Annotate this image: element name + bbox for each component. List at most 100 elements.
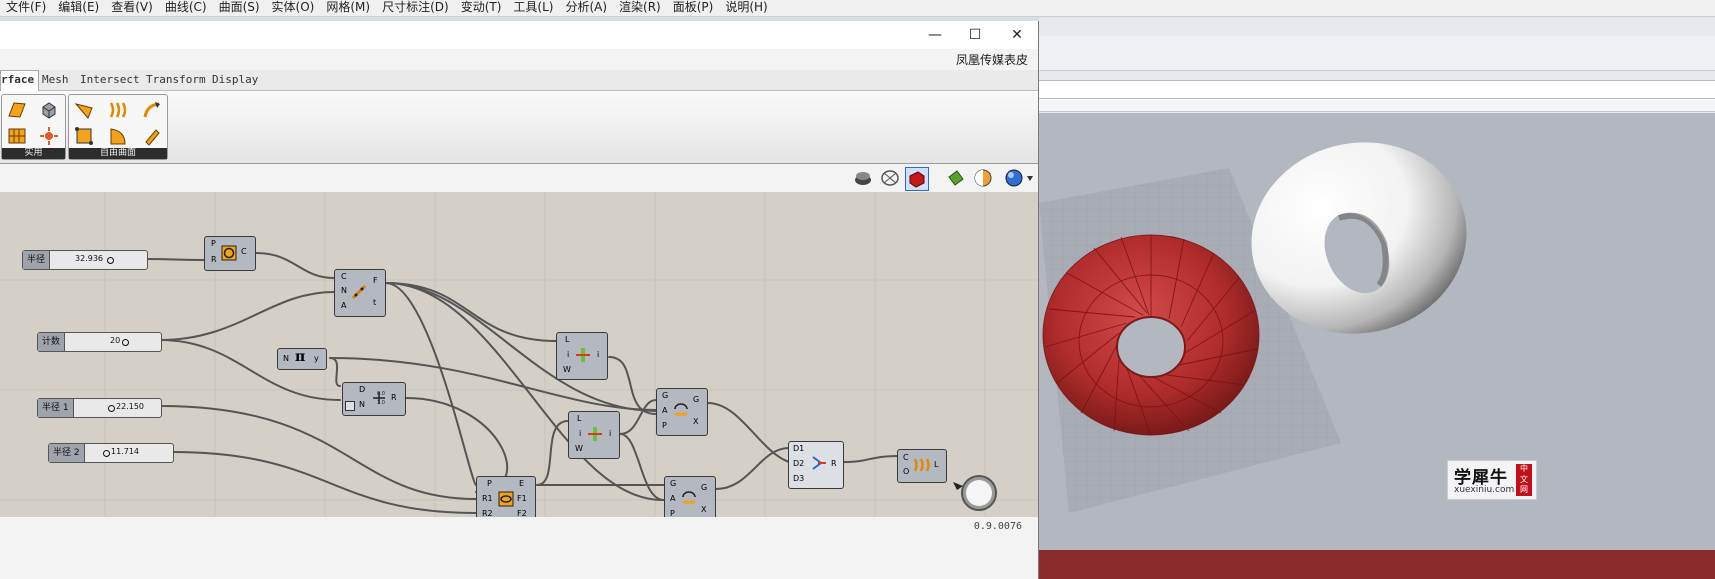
port-in[interactable]: G bbox=[662, 391, 669, 400]
surface-tool-icon[interactable] bbox=[6, 99, 28, 121]
menu-edit[interactable]: 编辑(E) bbox=[58, 0, 100, 14]
node-evaluate-a[interactable]: L i W i bbox=[556, 332, 608, 380]
menu-analyze[interactable]: 分析(A) bbox=[565, 0, 608, 14]
port-in[interactable]: i bbox=[579, 429, 582, 438]
tab-display[interactable]: Display bbox=[212, 73, 259, 86]
menu-curve[interactable]: 曲线(C) bbox=[164, 0, 207, 14]
tab-surface[interactable]: rface bbox=[0, 70, 40, 92]
slider-handle[interactable] bbox=[122, 339, 129, 346]
slider-radius-1[interactable]: 半径 1 22.150 bbox=[37, 398, 162, 418]
selected-preview-icon[interactable] bbox=[945, 167, 967, 189]
port-out[interactable]: X bbox=[693, 417, 699, 426]
port-in[interactable]: A bbox=[341, 301, 347, 310]
port-out[interactable]: G bbox=[693, 395, 700, 404]
shaded-preview-icon[interactable] bbox=[905, 167, 929, 191]
slider-radius-2[interactable]: 半径 2 11.714 bbox=[48, 443, 174, 463]
node-ellipse[interactable]: P R1 R2 E F1 F2 bbox=[476, 476, 536, 517]
node-circle[interactable]: P R C bbox=[204, 236, 256, 271]
menu-transform[interactable]: 变动(T) bbox=[460, 0, 502, 14]
menu-solid[interactable]: 实体(O) bbox=[271, 0, 315, 14]
port-in[interactable]: D1 bbox=[793, 444, 805, 453]
display-mode-icon[interactable] bbox=[1003, 167, 1025, 189]
loft-icon[interactable] bbox=[107, 99, 129, 121]
port-out[interactable]: C bbox=[241, 247, 247, 256]
port-in[interactable]: W bbox=[575, 444, 583, 453]
port-out[interactable]: G bbox=[701, 483, 708, 492]
close-button[interactable]: ✕ bbox=[1011, 27, 1023, 43]
port-in[interactable]: D2 bbox=[793, 459, 805, 468]
port-in[interactable]: A bbox=[670, 494, 676, 503]
port-in[interactable]: N bbox=[341, 286, 347, 295]
slider-handle[interactable] bbox=[103, 450, 110, 457]
node-divide-curve[interactable]: C N A F t bbox=[334, 269, 386, 317]
node-pi[interactable]: N π y bbox=[277, 348, 327, 370]
minimize-button[interactable]: — bbox=[928, 27, 942, 43]
menu-file[interactable]: 文件(F) bbox=[6, 0, 47, 14]
port-out[interactable]: R bbox=[831, 459, 837, 468]
tab-transform[interactable]: Transform bbox=[146, 73, 206, 86]
port-in[interactable]: i bbox=[567, 350, 570, 359]
slider-handle[interactable] bbox=[108, 405, 115, 412]
slider-count[interactable]: 计数 20 bbox=[37, 332, 162, 352]
menu-help[interactable]: 说明(H) bbox=[725, 0, 768, 14]
wireframe-preview-icon[interactable] bbox=[879, 167, 901, 189]
preview-off-icon[interactable] bbox=[852, 167, 874, 189]
menu-tools[interactable]: 工具(L) bbox=[513, 0, 554, 14]
port-out[interactable]: E bbox=[519, 479, 525, 488]
curve-network-icon[interactable] bbox=[73, 99, 95, 121]
port-in[interactable]: L bbox=[565, 335, 570, 344]
port-in[interactable]: D bbox=[359, 385, 366, 394]
rhino-command-line[interactable] bbox=[1039, 80, 1715, 99]
rhino-viewport[interactable] bbox=[1039, 113, 1715, 550]
node-rotate-a[interactable]: G A P G X bbox=[656, 388, 708, 436]
tab-intersect[interactable]: Intersect bbox=[80, 73, 140, 86]
material-preview-icon[interactable] bbox=[972, 167, 994, 189]
port-out[interactable]: i bbox=[597, 350, 600, 359]
box-tool-icon[interactable] bbox=[38, 99, 60, 121]
port-in[interactable]: P bbox=[487, 479, 492, 488]
port-in[interactable]: P bbox=[670, 509, 675, 517]
port-out[interactable]: F1 bbox=[517, 494, 527, 503]
menu-view[interactable]: 查看(V) bbox=[111, 0, 153, 14]
menu-panels[interactable]: 面板(P) bbox=[672, 0, 714, 14]
grid-tool-icon[interactable] bbox=[6, 125, 28, 147]
node-merge[interactable]: D1 D2 D3 R bbox=[788, 441, 844, 489]
port-in[interactable]: P bbox=[662, 421, 667, 430]
port-in[interactable]: D3 bbox=[793, 474, 805, 483]
port-in[interactable]: C bbox=[903, 453, 909, 462]
sweep-icon[interactable] bbox=[141, 99, 163, 121]
maximize-button[interactable]: ☐ bbox=[968, 27, 982, 43]
port-in[interactable]: O bbox=[903, 467, 910, 476]
port-out[interactable]: t bbox=[373, 298, 377, 307]
port-in[interactable]: R bbox=[211, 255, 217, 264]
port-in[interactable]: W bbox=[563, 365, 571, 374]
port-in[interactable]: C bbox=[341, 272, 347, 281]
port-out[interactable]: R bbox=[391, 393, 397, 402]
port-out[interactable]: F2 bbox=[517, 509, 527, 517]
canvas-navigator-icon[interactable] bbox=[951, 472, 1001, 514]
port-in[interactable]: N bbox=[283, 354, 289, 363]
port-out[interactable]: X bbox=[701, 505, 707, 514]
menu-surface[interactable]: 曲面(S) bbox=[218, 0, 260, 14]
slider-radius[interactable]: 半径 32.936 bbox=[22, 250, 148, 270]
chevron-down-icon[interactable] bbox=[1027, 176, 1033, 181]
node-loft[interactable]: C O L bbox=[897, 449, 947, 483]
port-out[interactable]: L bbox=[934, 460, 939, 469]
port-in[interactable]: G bbox=[670, 479, 677, 488]
port-out[interactable]: y bbox=[314, 354, 319, 363]
explode-tool-icon[interactable] bbox=[38, 125, 60, 147]
menu-render[interactable]: 渲染(R) bbox=[619, 0, 661, 14]
slider-handle[interactable] bbox=[107, 257, 114, 264]
extrude-icon[interactable] bbox=[141, 125, 163, 147]
port-in[interactable]: R2 bbox=[482, 509, 493, 517]
port-in[interactable]: P bbox=[211, 239, 216, 248]
tab-mesh[interactable]: Mesh bbox=[42, 73, 69, 86]
port-out[interactable]: i bbox=[609, 429, 612, 438]
revolve-icon[interactable] bbox=[107, 125, 129, 147]
menu-mesh[interactable]: 网格(M) bbox=[326, 0, 371, 14]
patch-icon[interactable] bbox=[73, 125, 95, 147]
menu-dimension[interactable]: 尺寸标注(D) bbox=[382, 0, 449, 14]
node-rotate-b[interactable]: G A P G X bbox=[664, 476, 716, 517]
port-out[interactable]: F bbox=[373, 276, 378, 285]
